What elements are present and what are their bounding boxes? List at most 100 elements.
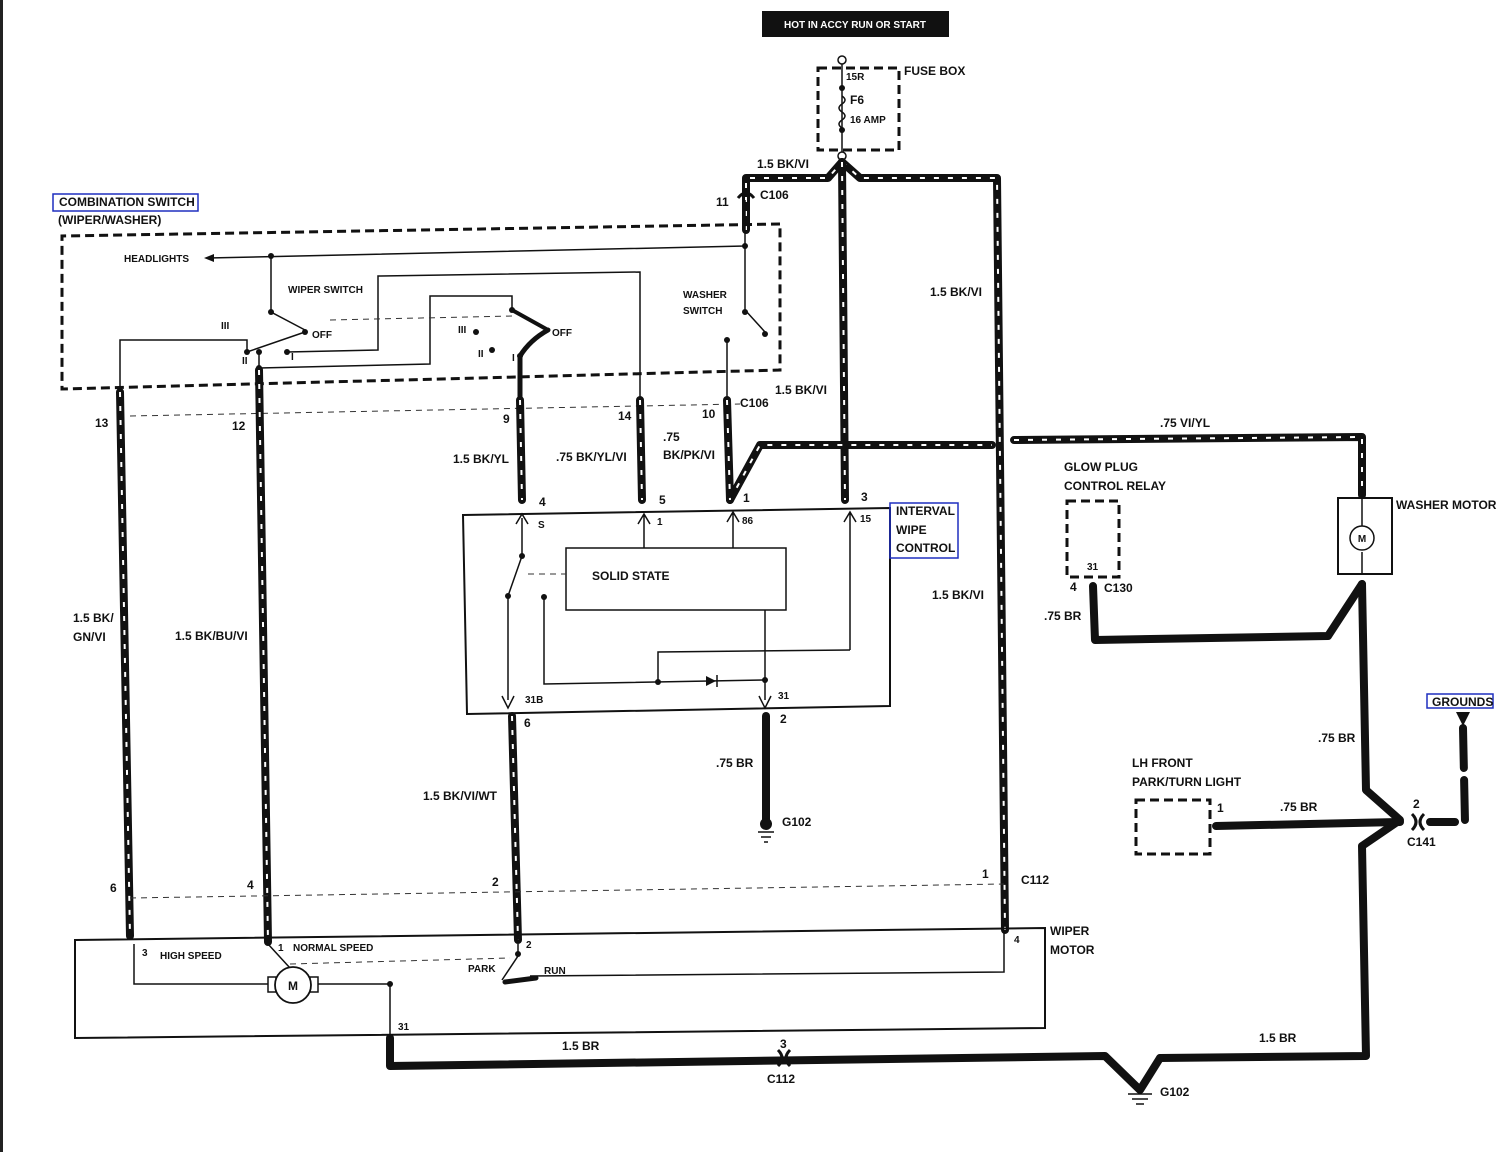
fuse-rating-label: 16 AMP (850, 115, 886, 126)
normal-speed-label: NORMAL SPEED (293, 943, 373, 954)
interval-pos-iii: III (458, 325, 467, 336)
wiper-motor: WIPER MOTOR 3 HIGH SPEED 1 NORMAL SPEED … (74, 924, 1095, 1068)
washer-switch-label-a: WASHER (683, 290, 728, 301)
interval-terminal-31b: 31B (525, 695, 543, 706)
wire-label-bk-bu-vi: 1.5 BK/BU/VI (175, 629, 248, 643)
pin-12: 12 (232, 419, 246, 433)
pin-5: 5 (659, 493, 666, 507)
pin-2: 2 (780, 712, 787, 726)
connector-c106-mid: C106 (740, 396, 769, 410)
glow-plug-title-b: CONTROL RELAY (1064, 479, 1166, 493)
c106-dashed-line (129, 403, 741, 417)
wire-label-vi-yl: .75 VI/YL (1160, 416, 1210, 430)
pin-3: 3 (861, 490, 868, 504)
headlights-label: HEADLIGHTS (124, 254, 189, 265)
pin-wm-1: 1 (278, 943, 284, 954)
wire-label-relay-br: .75 BR (1044, 609, 1082, 623)
glow-plug-relay: GLOW PLUG CONTROL RELAY 31 4 C130 .75 BR (1044, 460, 1366, 644)
wiper-motor-title-a: WIPER (1050, 924, 1090, 938)
pin-11: 11 (716, 195, 729, 209)
wire-label-right-upper: 1.5 BK/VI (930, 285, 982, 299)
grounds-block: GROUNDS (1426, 693, 1494, 826)
pin-c112-2: 2 (492, 875, 499, 889)
interval-pos-i: I (512, 353, 515, 364)
page-edge (0, 0, 3, 1152)
power-banner: HOT IN ACCY RUN OR START (762, 11, 949, 37)
lh-front-light: LH FRONT PARK/TURN LIGHT 1 .75 BR 2 C141 (1132, 756, 1436, 856)
wire-label-right-lower: 1.5 BK/VI (932, 588, 984, 602)
wire-label-bk-yl-vi: .75 BK/YL/VI (556, 450, 627, 464)
pin-lh-1: 1 (1217, 801, 1224, 815)
ground-g102-mid: .75 BR G102 (716, 712, 812, 843)
connector-c106-top: C106 (760, 188, 789, 202)
pin-c130-4: 4 (1070, 580, 1077, 594)
pin-c112-4: 4 (247, 878, 254, 892)
interval-link-box[interactable] (889, 502, 959, 559)
wiper-pos-iii: III (221, 321, 230, 332)
pin-14: 14 (618, 409, 632, 423)
lh-front-title-a: LH FRONT (1132, 756, 1193, 770)
combination-switch-link-box[interactable] (52, 193, 199, 212)
connector-c141: C141 (1407, 835, 1436, 849)
pin-13: 13 (95, 416, 109, 430)
interval-pos-ii: II (478, 349, 484, 360)
wire-label-interval-br: .75 BR (716, 756, 754, 770)
pin-wm-4: 4 (1014, 935, 1020, 946)
grounds-link-box[interactable] (1426, 693, 1494, 709)
wire-label-washer-br: .75 BR (1318, 731, 1356, 745)
wire-label-bk-gn-vi-b: GN/VI (73, 630, 106, 644)
wiper-motor-title-b: MOTOR (1050, 943, 1095, 957)
lh-front-title-b: PARK/TURN LIGHT (1132, 775, 1242, 789)
interval-terminal-1: 1 (657, 517, 663, 528)
washer-switch-label-b: SWITCH (683, 306, 722, 317)
connector-c112-bottom: C112 (767, 1072, 795, 1086)
pin-wm-3: 3 (142, 948, 148, 959)
interval-wipe-control: 4 5 1 3 S 1 86 15 SOLID STATE 31B 31 INT… (461, 490, 959, 730)
pin-6: 6 (524, 716, 531, 730)
fuse-box: 15R F6 16 AMP FUSE BOX (816, 55, 965, 161)
connector-c112: 6 4 2 1 C112 (110, 867, 1049, 899)
interval-terminal-15: 15 (860, 514, 872, 525)
connector-c112-right: C112 (1021, 873, 1049, 887)
wire-label-bk-gn-vi-a: 1.5 BK/ (73, 611, 114, 625)
pin-4: 4 (539, 495, 546, 509)
park-label: PARK (468, 964, 496, 975)
ground-g102-mid-label: G102 (782, 815, 812, 829)
pin-9: 9 (503, 412, 510, 426)
power-banner-text: HOT IN ACCY RUN OR START (784, 20, 926, 31)
wiper-switch-label: WIPER SWITCH (288, 285, 363, 296)
harness-wires: 13 12 9 14 10 C106 1.5 BK/YL .75 BK/YL/V… (73, 366, 769, 946)
interval-terminal-s: S (538, 520, 545, 531)
pin-wm-2: 2 (526, 940, 532, 951)
pin-wm-31: 31 (398, 1022, 410, 1033)
washer-motor-title: WASHER MOTOR (1396, 498, 1497, 512)
fuse-id-label: F6 (850, 93, 864, 107)
power-wires: 1.5 BK/VI 1.5 BK/VI 1.5 BK/VI 1.5 BK/VI … (726, 157, 1366, 934)
pin-10: 10 (702, 407, 716, 421)
wire-label-bk-yl: 1.5 BK/YL (453, 452, 509, 466)
combination-switch: COMBINATION SWITCH (WIPER/WASHER) HEADLI… (52, 188, 789, 403)
pin-c112-1: 1 (982, 867, 989, 881)
pin-c141-2: 2 (1413, 797, 1420, 811)
wire-label-bottom-br-left: 1.5 BR (562, 1039, 600, 1053)
wire-label-bottom-br-right: 1.5 BR (1259, 1031, 1297, 1045)
combination-switch-subtitle: (WIPER/WASHER) (58, 213, 161, 227)
pin-1: 1 (743, 491, 750, 505)
pin-c112-6: 6 (110, 881, 117, 895)
interval-terminal-31: 31 (778, 691, 790, 702)
connector-c130: C130 (1104, 581, 1133, 595)
ground-g102-bottom-label: G102 (1160, 1085, 1190, 1099)
washer-motor-symbol: M (1358, 534, 1366, 545)
wiper-pos-i: I (291, 352, 294, 363)
pin-c112-3: 3 (780, 1037, 787, 1051)
interval-title-b: WIPE (896, 523, 927, 537)
solid-state-label: SOLID STATE (592, 569, 670, 583)
wire-label-light-br: .75 BR (1280, 800, 1318, 814)
wiper-pos-ii: II (242, 356, 248, 367)
interval-terminal-86: 86 (742, 516, 754, 527)
high-speed-label: HIGH SPEED (160, 951, 222, 962)
washer-motor: M WASHER MOTOR .75 BR (1156, 497, 1497, 1062)
wire-label-bk-pk-vi-a: .75 (663, 430, 680, 444)
run-label: RUN (544, 966, 566, 977)
